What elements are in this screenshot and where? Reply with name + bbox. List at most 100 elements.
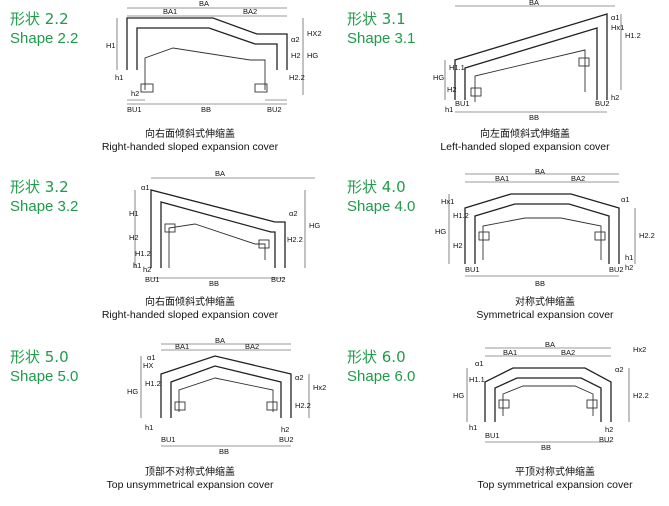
panel-shape-4-0: 形状 4.0 Shape 4.0 BA BA1 BA2 BB BU1 BU2 H… bbox=[335, 168, 669, 336]
label-BA: BA bbox=[535, 168, 545, 176]
label-BU2: BU2 bbox=[271, 275, 286, 284]
label-BU1: BU1 bbox=[465, 265, 480, 274]
label-alpha2: α2 bbox=[615, 365, 624, 374]
label-BU1: BU1 bbox=[485, 431, 500, 440]
label-H2-2: H2.2 bbox=[295, 401, 311, 410]
label-BA2: BA2 bbox=[245, 342, 259, 351]
label-BA: BA bbox=[199, 0, 209, 8]
inner-profile bbox=[464, 27, 598, 100]
label-BU1: BU1 bbox=[455, 99, 470, 108]
label-alpha: α1 bbox=[621, 195, 630, 204]
left-bracket bbox=[478, 231, 490, 241]
shape-title-zh: 形状 3.2 bbox=[10, 178, 69, 196]
right-bracket bbox=[578, 57, 590, 67]
caption-en: Top unsymmetrical expansion cover bbox=[106, 479, 274, 491]
label-h2: h2 bbox=[143, 265, 151, 274]
label-Hx1: Hx1 bbox=[441, 197, 454, 206]
label-H2: H2 bbox=[291, 51, 301, 60]
shape-title-en: Shape 4.0 bbox=[347, 198, 416, 215]
left-bracket bbox=[174, 401, 186, 411]
label-H1-1: H1.1 bbox=[469, 375, 485, 384]
label-BU1: BU1 bbox=[145, 275, 160, 284]
shape-4-0-drawing: BA BA1 BA2 BB BU1 BU2 HG Hx1 H1.2 H2 H2.… bbox=[435, 168, 655, 288]
shape-title-en: Shape 6.0 bbox=[347, 368, 416, 385]
label-HG: HG bbox=[433, 73, 444, 82]
label-Hx1: Hx1 bbox=[611, 23, 624, 32]
label-BB: BB bbox=[219, 447, 229, 456]
label-BA1: BA1 bbox=[503, 348, 517, 357]
label-H1-2: H1.2 bbox=[453, 211, 469, 220]
label-BA2: BA2 bbox=[571, 174, 585, 183]
label-BU2: BU2 bbox=[599, 435, 614, 444]
shape-title-zh: 形状 6.0 bbox=[347, 348, 406, 366]
left-bracket bbox=[140, 83, 154, 93]
inner-profile bbox=[136, 27, 278, 70]
label-BB: BB bbox=[209, 279, 219, 288]
shape-title-zh: 形状 2.2 bbox=[10, 10, 69, 28]
outer-profile bbox=[464, 193, 620, 264]
outer-profile bbox=[126, 17, 288, 70]
label-BU2: BU2 bbox=[609, 265, 624, 274]
label-BA1: BA1 bbox=[175, 342, 189, 351]
label-H2-2: H2.2 bbox=[287, 235, 303, 244]
caption-en: Top symmetrical expansion cover bbox=[477, 479, 633, 491]
label-H1-2: H1.2 bbox=[135, 249, 151, 258]
label-H2: H2 bbox=[447, 85, 457, 94]
label-BA: BA bbox=[529, 0, 539, 7]
label-h1: h1 bbox=[145, 423, 153, 432]
label-H2: H2 bbox=[129, 233, 139, 242]
caption-zh: 向右面倾斜式伸缩盖 bbox=[145, 297, 235, 308]
label-h2: h2 bbox=[281, 425, 289, 434]
label-BA2: BA2 bbox=[561, 348, 575, 357]
caption-zh: 对称式伸缩盖 bbox=[515, 297, 575, 308]
label-H1: H1 bbox=[129, 209, 139, 218]
inner-profile bbox=[474, 203, 610, 264]
label-HX: HX bbox=[143, 361, 153, 370]
label-HX2: HX2 bbox=[307, 29, 322, 38]
label-BU1: BU1 bbox=[127, 105, 142, 114]
shape-title-zh: 形状 5.0 bbox=[10, 348, 69, 366]
shape-title-en: Shape 2.2 bbox=[10, 30, 79, 47]
caption-zh: 顶部不对称式伸缩盖 bbox=[145, 467, 235, 478]
label-BA: BA bbox=[545, 340, 555, 349]
panel-shape-2-2: 形状 2.2 Shape 2.2 BA BA1 BA2 BB BU1 BU2 H… bbox=[0, 0, 334, 168]
label-H2-2: H2.2 bbox=[639, 231, 655, 240]
inner-profile bbox=[170, 365, 282, 418]
outer-profile bbox=[454, 13, 608, 100]
label-H2: H2 bbox=[453, 241, 463, 250]
panel-shape-3-2: 形状 3.2 Shape 3.2 BA BB BU1 BU2 HG H1 H2 … bbox=[0, 168, 334, 336]
label-alpha1: α1 bbox=[141, 183, 150, 192]
label-h2: h2 bbox=[611, 93, 619, 102]
label-h1: h1 bbox=[133, 261, 141, 270]
label-BU2: BU2 bbox=[267, 105, 282, 114]
label-h2: h2 bbox=[625, 263, 633, 272]
shape-3-1-drawing: BA BB BU1 BU2 HG H2 H1.1 H1.2 Hx1 h1 h2 … bbox=[433, 0, 641, 122]
guide-profile bbox=[502, 385, 594, 416]
guide-profile bbox=[178, 377, 274, 412]
guide-profile bbox=[144, 47, 266, 90]
label-BU1: BU1 bbox=[161, 435, 176, 444]
label-alpha1: α1 bbox=[475, 359, 484, 368]
shape-2-2-drawing: BA BA1 BA2 BB BU1 BU2 H1 H2 HG HX2 H2.2 … bbox=[106, 0, 322, 114]
label-h1: h1 bbox=[469, 423, 477, 432]
label-BA: BA bbox=[215, 338, 225, 345]
caption-zh: 向左面倾斜式伸缩盖 bbox=[480, 129, 570, 140]
caption-zh: 向右面倾斜式伸缩盖 bbox=[145, 129, 235, 140]
label-H1: H1 bbox=[106, 41, 116, 50]
right-bracket bbox=[266, 401, 278, 411]
label-BA: BA bbox=[215, 169, 225, 178]
label-BB: BB bbox=[201, 105, 211, 114]
label-BB: BB bbox=[535, 279, 545, 288]
left-bracket bbox=[470, 87, 482, 97]
inner-profile bbox=[494, 377, 602, 422]
caption-en: Right-handed sloped expansion cover bbox=[101, 141, 279, 153]
label-h1: h1 bbox=[445, 105, 453, 114]
caption-en: Left-handed sloped expansion cover bbox=[440, 141, 610, 153]
label-BB: BB bbox=[541, 443, 551, 452]
panel-shape-3-1: 形状 3.1 Shape 3.1 BA BB BU1 BU2 HG H2 H1.… bbox=[335, 0, 669, 168]
shape-6-0-drawing: BA BA1 BA2 BB BU1 BU2 HG H1.1 H2.2 Hx2 h… bbox=[453, 340, 649, 452]
label-alpha: α2 bbox=[291, 35, 300, 44]
right-bracket bbox=[594, 231, 606, 241]
label-H2-2: H2.2 bbox=[633, 391, 649, 400]
label-BU2: BU2 bbox=[279, 435, 294, 444]
